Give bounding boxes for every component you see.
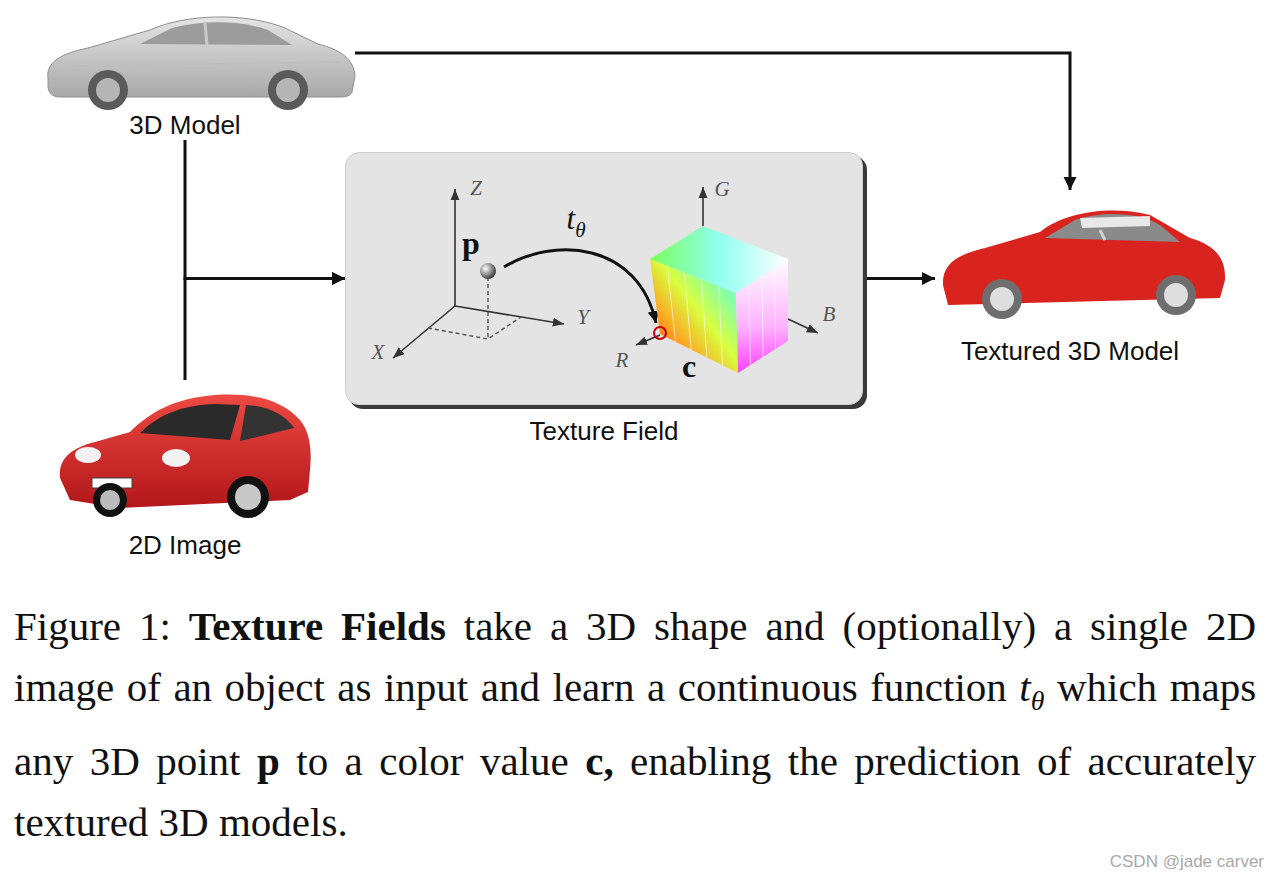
axis-label: B	[823, 302, 836, 327]
point-label: p	[462, 225, 480, 262]
color-label: c	[682, 348, 696, 385]
texture-field-box: Texture Field	[345, 152, 863, 405]
node-label: 2D Image	[129, 530, 242, 560]
connector-arrow	[863, 277, 935, 280]
axis-label: Y	[577, 305, 589, 330]
axis-label: X	[372, 340, 385, 365]
connector-arrow	[185, 140, 345, 279]
textured-car	[943, 210, 1225, 319]
axis-label: Z	[470, 176, 482, 201]
axis-label: G	[714, 177, 729, 202]
node-label: Textured 3D Model	[961, 336, 1179, 366]
output-figure: Textured 3D Model	[935, 190, 1205, 366]
node-label: 3D Model	[129, 110, 240, 140]
node-label: Texture Field	[346, 416, 862, 446]
image-figure: 2D Image	[50, 380, 320, 560]
watermark: CSDN @jade carver	[1110, 852, 1264, 872]
red-photo-car	[60, 395, 311, 518]
model-figure: 3D Model	[15, 0, 355, 140]
connector-arrow	[185, 279, 345, 381]
grey-car	[48, 17, 355, 110]
axis-label: R	[616, 348, 629, 373]
figure-caption: Figure 1: Texture Fields take a 3D shape…	[14, 596, 1256, 853]
function-label: tθ	[567, 201, 586, 242]
